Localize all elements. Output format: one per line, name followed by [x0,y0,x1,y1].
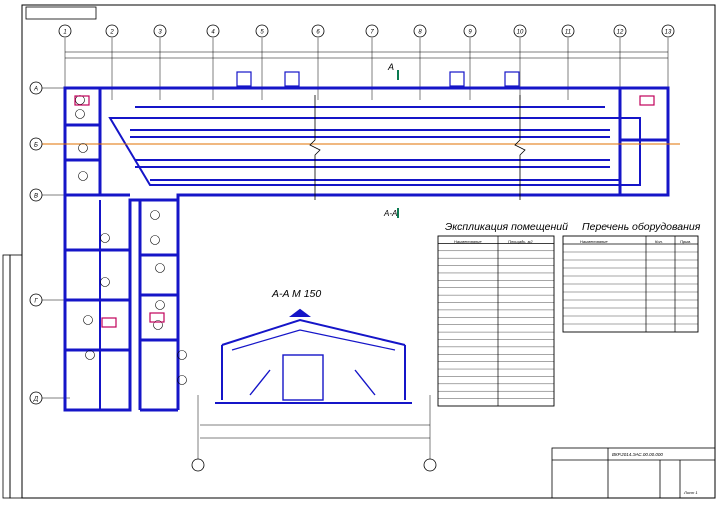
section-cut-mark-top: А [387,62,399,80]
axis-bubble-top [613,24,627,38]
axis-label-left: Б [34,143,38,149]
tables [437,235,699,407]
room-number-mark [83,315,93,325]
corner-stamp [25,6,97,20]
axis-label-top: 11 [565,30,571,36]
axis-label-top: 12 [617,30,624,36]
explication-title: Экспликация помещений [445,221,568,233]
room-number-mark [150,235,160,245]
axis-bubble-top [206,24,220,38]
axis-bubble-section [191,458,205,472]
axis-bubble-top [513,24,527,38]
equipment-col-name: Наименование [580,239,608,244]
equipment-col-qty: Кол. [655,239,663,244]
axis-label-top: 9 [468,30,472,36]
equipment-col-note: Прим. [680,239,691,244]
vertical-axis-lines [64,38,669,100]
equipment-marks [74,71,655,385]
room-number-mark [177,350,187,360]
equipment-box [149,312,165,323]
explication-col-area: Площадь, м2 [508,239,533,244]
break-lines [309,95,526,200]
sheet-frame [21,4,716,499]
axis-label-top: 5 [260,30,264,36]
room-number-mark [153,320,163,330]
axis-bubble-top [105,24,119,38]
building-walls [63,86,670,412]
axis-bubble-left [29,188,43,202]
cut-label-top: А [387,62,394,72]
room-number-mark [75,95,85,105]
axis-bubble-left [29,391,43,405]
room-number-mark [100,233,110,243]
axis-label-top: 6 [316,30,320,36]
stall-rows [130,106,620,181]
axis-bubble-left [29,137,43,151]
room-number-mark [78,171,88,181]
equipment-box [74,95,90,106]
ventilation-shaft [504,71,520,87]
axis-bubble-top [365,24,379,38]
explication-frame [437,235,555,407]
section-dims [197,395,431,460]
axis-label-left: Г [34,299,38,305]
room-number-mark [85,350,95,360]
cut-label-bottom: A-A [383,209,397,218]
room-number-mark [150,210,160,220]
section-title: A-A M 150 [271,288,321,300]
axis-bubble-top [463,24,477,38]
axis-label-top: 10 [517,30,524,36]
axis-bubble-top [561,24,575,38]
axis-label-left: А [33,87,38,93]
axis-bubble-top [661,24,675,38]
axis-bubble-left [29,81,43,95]
room-number-mark [78,143,88,153]
overall-dimension [65,51,668,59]
axis-bubble-section [423,458,437,472]
axis-bubble-top [58,24,72,38]
axis-label-top: 3 [158,30,162,36]
axis-bubble-top [255,24,269,38]
equipment-box [639,95,655,106]
axis-label-top: 8 [418,30,422,36]
stamp-sheet: Лист 1 [683,490,698,495]
stamp-doc-code: ВКР.2014.ЭАС.00.00.000 [612,452,663,457]
ventilation-shaft [449,71,465,87]
equipment-title: Перечень оборудования [582,221,701,233]
room-number-mark [155,300,165,310]
axis-bubble-top [311,24,325,38]
title-block [551,447,716,499]
axis-bubble-top [413,24,427,38]
section-cut-mark-bottom: A-A [383,208,399,218]
ventilation-shaft [284,71,300,87]
axis-label-top: 4 [211,30,215,36]
room-number-mark [155,263,165,273]
ventilation-shaft [236,71,252,87]
side-margin-box-2 [9,254,23,499]
section-a-a [215,308,412,404]
axis-label-left: В [34,194,38,200]
axis-bubble-top [153,24,167,38]
side-margin-box [2,254,11,499]
axis-label-top: 1 [63,30,66,36]
axis-label-top: 2 [109,30,114,36]
axis-bubble-left [29,293,43,307]
room-number-mark [177,375,187,385]
explication-col-name: Наименование [454,239,482,244]
room-number-mark [75,109,85,119]
axis-label-top: 7 [370,30,374,36]
room-number-mark [100,277,110,287]
axis-label-left: Д [33,397,39,403]
equipment-box [101,317,117,328]
axis-label-top: 13 [665,30,672,36]
